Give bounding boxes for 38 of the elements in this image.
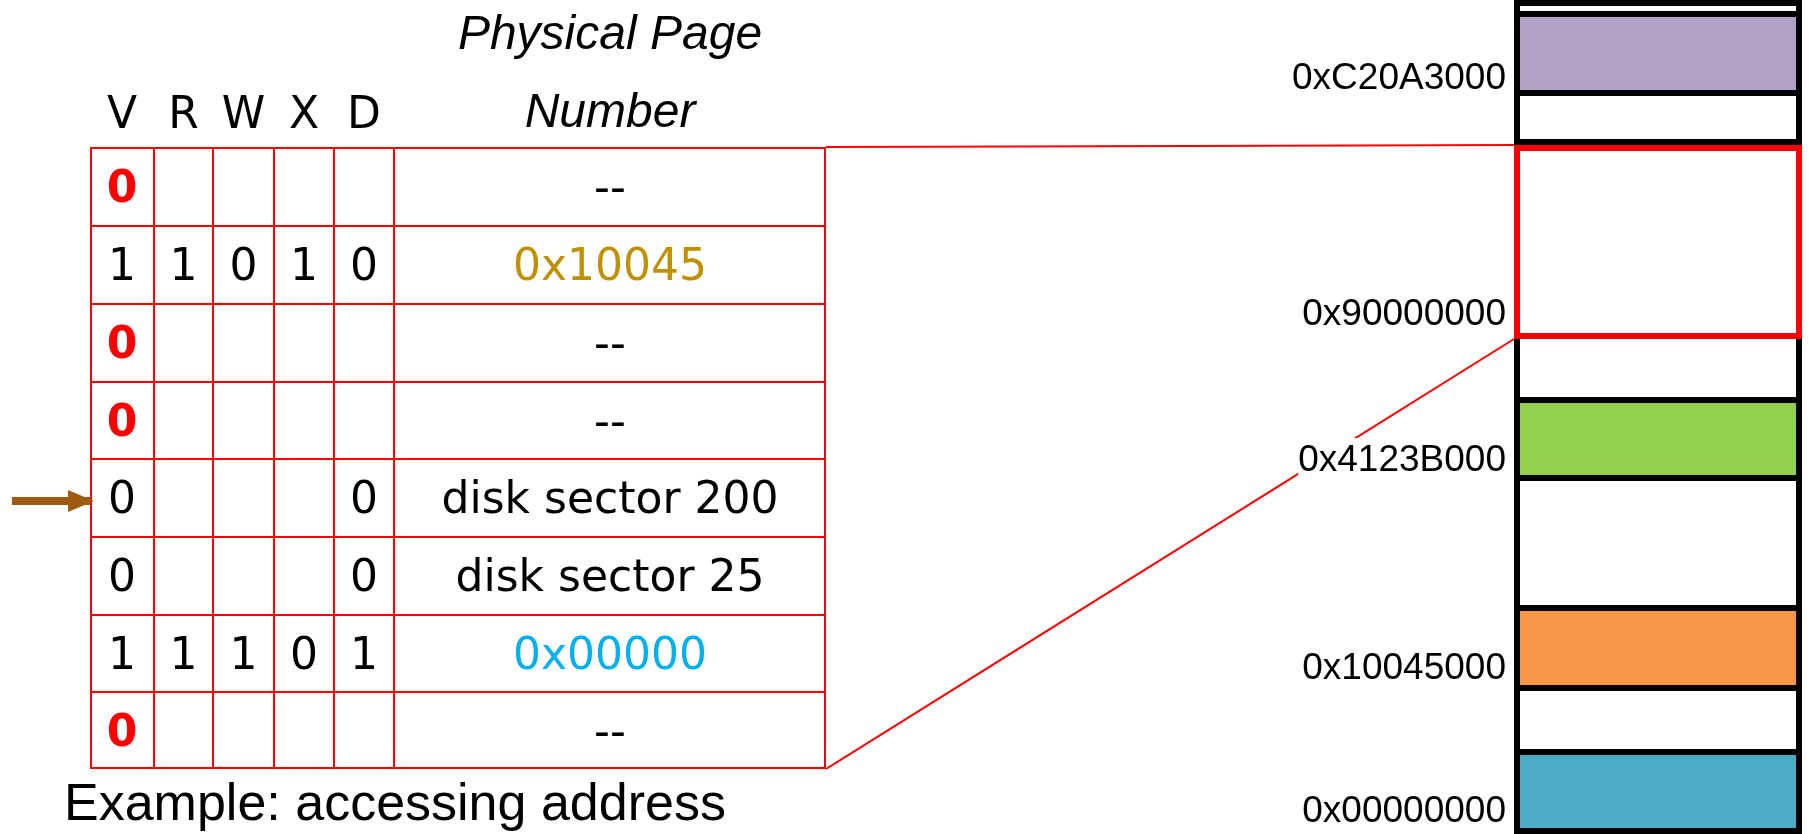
- bit-value: 0: [108, 473, 136, 523]
- column-header: R: [168, 88, 199, 138]
- bit-value: 0: [106, 396, 138, 445]
- page-number: disk sector 200: [441, 473, 779, 523]
- page-number: --: [594, 318, 626, 368]
- bit-value: 1: [290, 240, 318, 290]
- caption-text: Example: accessing address: [64, 774, 726, 832]
- page-number: disk sector 25: [455, 551, 765, 601]
- bit-value: 1: [169, 240, 198, 290]
- page-table: [90, 147, 826, 769]
- bit-value: 0: [108, 551, 136, 601]
- bit-value: 0: [106, 162, 138, 211]
- bit-value: 1: [108, 629, 136, 678]
- highlighted-page-frame: [1514, 145, 1802, 339]
- page-number: --: [594, 396, 626, 445]
- connector-line: [825, 144, 1515, 148]
- connector-line: [825, 338, 1515, 770]
- bit-value: 1: [108, 240, 136, 290]
- bit-value: 1: [229, 629, 258, 678]
- bit-value: 0: [350, 240, 378, 290]
- column-header: V: [106, 88, 138, 138]
- column-header: W: [221, 88, 266, 138]
- page-number: 0x10045: [513, 240, 707, 290]
- bit-value: 0: [106, 706, 138, 755]
- bit-value: 0: [229, 240, 258, 290]
- page-number: --: [594, 706, 626, 755]
- page-number: 0x00000: [513, 629, 707, 678]
- memory-column: [1514, 0, 1802, 834]
- bit-value: 0: [290, 629, 318, 678]
- bit-value: 0: [106, 318, 138, 368]
- column-header: Physical Page Number: [456, 5, 764, 139]
- bit-value: 0: [350, 551, 378, 601]
- bit-value: 1: [169, 629, 198, 678]
- column-header: D: [347, 88, 381, 138]
- bit-value: 0: [350, 473, 378, 523]
- bit-value: 1: [350, 629, 378, 678]
- page-number: --: [594, 162, 626, 211]
- column-header: X: [288, 88, 320, 138]
